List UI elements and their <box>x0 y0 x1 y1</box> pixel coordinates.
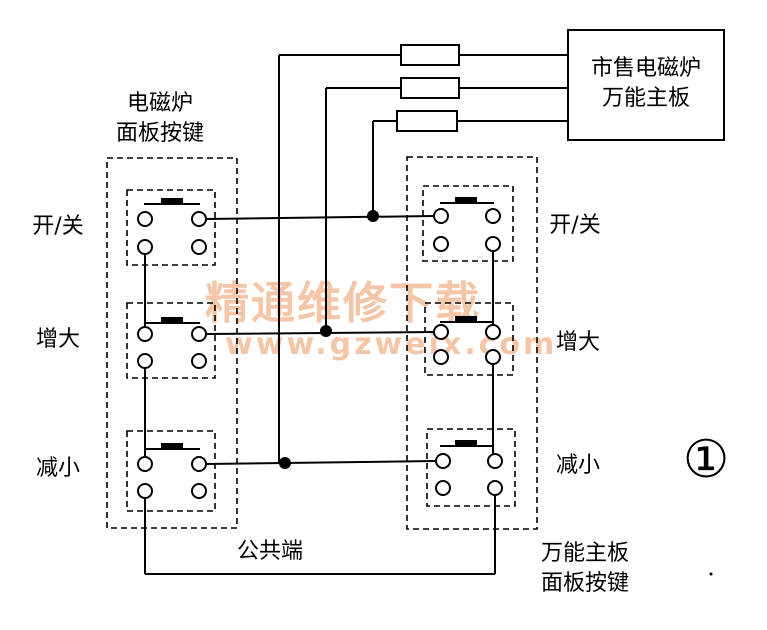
right-key-power <box>422 185 514 262</box>
stray-dot <box>709 572 713 576</box>
left-key-label-down: 减小 <box>36 456 80 481</box>
connector-wires <box>279 54 568 122</box>
right-key-down <box>426 428 516 507</box>
left-key-label-power: 开/关 <box>32 214 83 239</box>
junction-power <box>367 210 379 222</box>
figure-number: ① <box>683 430 730 490</box>
right-panel-label-line1: 万能主板 <box>541 541 629 566</box>
right-key-label-down: 减小 <box>556 453 600 478</box>
mainboard-box <box>567 29 725 141</box>
left-key-label-up: 增大 <box>36 327 80 352</box>
right-key-label-up: 增大 <box>556 330 600 355</box>
right-panel-label-line2: 面板按键 <box>541 571 629 596</box>
right-key-up <box>424 302 514 376</box>
watermark-text: 精通维修下载 <box>205 278 481 329</box>
right-key-label-power: 开/关 <box>549 213 600 238</box>
right-common-bus <box>492 251 496 574</box>
right-panel-outline <box>406 156 538 530</box>
connector-resistor-2 <box>400 77 460 99</box>
junction-up <box>320 325 332 337</box>
left-key-up <box>126 302 216 379</box>
mainboard-label-line1: 市售电磁炉 <box>591 56 701 81</box>
connector-resistor-3 <box>396 110 458 132</box>
wire-power-keys <box>205 215 435 220</box>
common-label: 公共端 <box>237 539 303 564</box>
mainboard-label-line2: 万能主板 <box>602 86 690 111</box>
left-key-down <box>126 430 216 512</box>
connector-resistor-1 <box>400 44 460 66</box>
left-panel-outline <box>106 157 238 529</box>
left-key-power <box>126 189 216 266</box>
wire-up-keys <box>205 331 435 335</box>
wire-down-keys <box>205 460 437 465</box>
left-panel-label-line1: 电磁炉 <box>127 91 193 116</box>
left-panel-label-line2: 面板按键 <box>116 121 204 146</box>
